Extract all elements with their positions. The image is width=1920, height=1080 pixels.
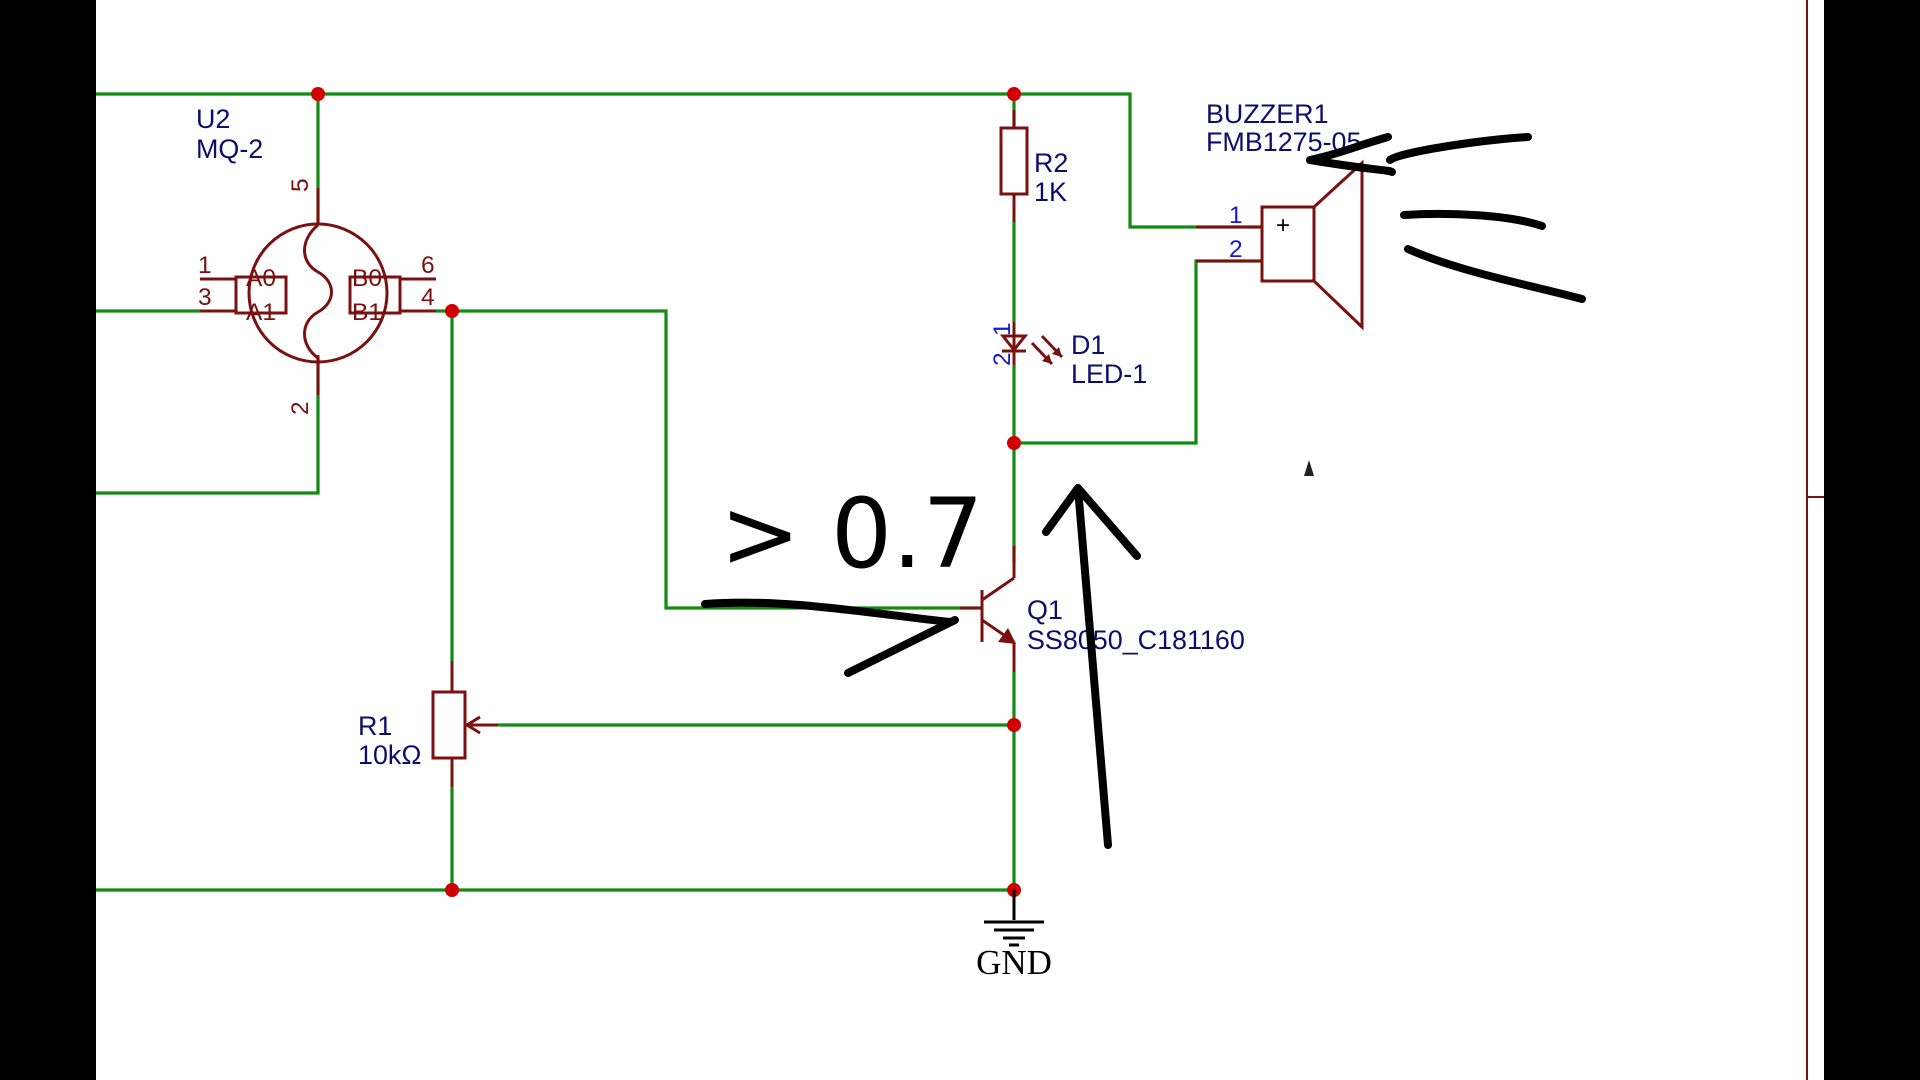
d1-ref-label: D1 xyxy=(1071,330,1105,360)
buzzer1[interactable]: + 1 2 xyxy=(1196,159,1364,331)
buzzer-sound-wave-2 xyxy=(1400,209,1546,230)
d1-led[interactable]: 1 2 xyxy=(989,322,1064,366)
q1-emitter-arrow xyxy=(998,628,1016,644)
r2-ref-label: R2 xyxy=(1034,148,1068,178)
buzzer-sound-wave-1 xyxy=(1306,133,1532,176)
d1-triangle xyxy=(999,334,1029,353)
u2-pin3-number: 3 xyxy=(198,284,212,311)
junction xyxy=(1007,436,1021,450)
gnd-symbol[interactable] xyxy=(984,890,1044,947)
r1-value-label: 10kΩ xyxy=(358,740,421,770)
q1-value-label: SS8050_C181160 xyxy=(1027,625,1245,655)
d1-pin2-number: 2 xyxy=(989,352,1016,366)
q1-npn-transistor[interactable] xyxy=(960,546,1016,672)
buzzer-pin1-number: 1 xyxy=(1229,202,1243,229)
wires xyxy=(96,92,1262,892)
r1-ref-label: R1 xyxy=(358,711,392,741)
handwritten-annotations: > 0.7 xyxy=(701,133,1586,849)
d1-emission-arrow-2 xyxy=(1052,347,1062,357)
u2-heater-coil xyxy=(303,223,333,360)
junctions xyxy=(311,87,1021,897)
junction xyxy=(311,87,325,101)
d1-pin1-number: 1 xyxy=(989,322,1016,336)
base-voltage-note: > 0.7 xyxy=(720,478,984,590)
u2-pin5-number: 5 xyxy=(287,178,314,192)
buzzer-ref-label: BUZZER1 xyxy=(1206,99,1329,129)
q1-ref-label: Q1 xyxy=(1027,595,1063,625)
u2-mq2-sensor[interactable]: 5 2 1 3 6 4 A0 A1 B0 B1 xyxy=(198,178,436,415)
r2-resistor[interactable] xyxy=(999,110,1029,222)
r1-wiper-arrow xyxy=(464,715,481,735)
u2-pad-label-b1: B1 xyxy=(352,299,382,326)
junction xyxy=(1007,87,1021,101)
q1-collector-diagonal xyxy=(981,576,1015,602)
r1-potentiometer[interactable] xyxy=(431,661,498,787)
u2-pad-label-a0: A0 xyxy=(246,265,276,292)
arrow-to-base xyxy=(701,598,959,677)
r2-value-label: 1K xyxy=(1034,177,1067,207)
u2-pin1-number: 1 xyxy=(198,252,212,279)
u2-pad-b xyxy=(348,275,402,315)
u2-pin4-number: 4 xyxy=(421,284,435,311)
buzzer-horn xyxy=(1312,159,1364,331)
junction xyxy=(1007,718,1021,732)
u2-pad-label-b0: B0 xyxy=(352,265,382,292)
u2-pad-label-a1: A1 xyxy=(246,299,276,326)
junction xyxy=(445,883,459,897)
junction xyxy=(445,304,459,318)
arrow-up-current xyxy=(1042,484,1141,849)
d1-value-label: LED-1 xyxy=(1071,359,1147,389)
d1-emission-arrow-1 xyxy=(1042,354,1052,364)
buzzer-plus-sign: + xyxy=(1276,212,1290,239)
wire-u2-pin2 xyxy=(96,358,320,495)
buzzer-pin2-number: 2 xyxy=(1229,236,1243,263)
u2-pin2-number: 2 xyxy=(287,401,314,415)
u2-ref-label: U2 xyxy=(196,104,230,134)
schematic-sheet xyxy=(96,0,1824,1080)
u2-body-circle xyxy=(247,222,389,364)
gnd-label: GND xyxy=(976,943,1052,982)
u2-value-label: MQ-2 xyxy=(196,134,263,164)
pen-cursor-icon xyxy=(1304,460,1314,476)
u2-pad-a xyxy=(234,275,288,315)
buzzer-sound-wave-3 xyxy=(1404,245,1586,303)
u2-pin6-number: 6 xyxy=(421,252,435,279)
